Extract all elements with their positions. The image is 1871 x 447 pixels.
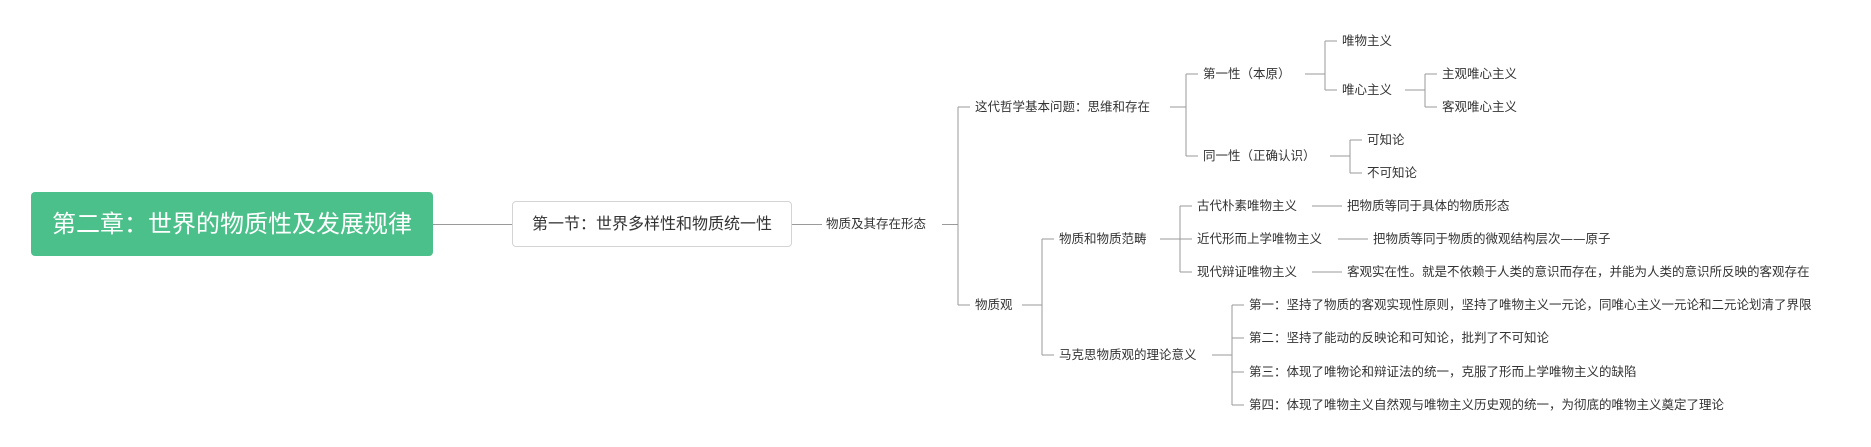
marx-point-3[interactable]: 第三：体现了唯物论和辩证法的统一，克服了形而上学唯物主义的缺陷 (1249, 364, 1637, 379)
matter-category-node[interactable]: 物质和物质范畴 (1059, 231, 1147, 246)
ancient-materialism-desc[interactable]: 把物质等同于具体的物质形态 (1347, 198, 1510, 213)
section-node[interactable]: 第一节：世界多样性和物质统一性 (512, 201, 792, 247)
marx-significance-node[interactable]: 马克思物质观的理论意义 (1059, 347, 1197, 362)
marx-point-4[interactable]: 第四：体现了唯物主义自然观与唯物主义历史观的统一，为彻底的唯物主义奠定了理论 (1249, 397, 1725, 412)
materialism-node[interactable]: 唯物主义 (1342, 33, 1393, 48)
identity-node[interactable]: 同一性（正确认识） (1203, 148, 1316, 163)
modern-materialism-desc[interactable]: 把物质等同于物质的微观结构层次——原子 (1373, 231, 1611, 246)
marx-point-2[interactable]: 第二：坚持了能动的反映论和可知论，批判了不可知论 (1249, 330, 1550, 345)
topic-node[interactable]: 物质及其存在形态 (826, 216, 927, 231)
dialectical-materialism-node[interactable]: 现代辩证唯物主义 (1197, 264, 1298, 279)
subjective-idealism-node[interactable]: 主观唯心主义 (1442, 66, 1518, 81)
dialectical-materialism-desc[interactable]: 客观实在性。就是不依赖于人类的意识而存在，并能为人类的意识所反映的客观存在 (1347, 264, 1810, 279)
ancient-materialism-node[interactable]: 古代朴素唯物主义 (1197, 198, 1298, 213)
matter-view-node[interactable]: 物质观 (975, 297, 1013, 312)
objective-idealism-node[interactable]: 客观唯心主义 (1442, 99, 1518, 114)
modern-materialism-node[interactable]: 近代形而上学唯物主义 (1197, 231, 1323, 246)
knowable-node[interactable]: 可知论 (1367, 132, 1405, 147)
unknowable-node[interactable]: 不可知论 (1367, 165, 1418, 180)
idealism-node[interactable]: 唯心主义 (1342, 82, 1393, 97)
marx-point-1[interactable]: 第一：坚持了物质的客观实现性原则，坚持了唯物主义一元论，同唯心主义一元论和二元论… (1249, 297, 1812, 312)
root-node[interactable]: 第二章：世界的物质性及发展规律 (31, 192, 433, 256)
philosophy-node[interactable]: 这代哲学基本问题：思维和存在 (975, 99, 1151, 114)
first-nature-node[interactable]: 第一性（本原） (1203, 66, 1291, 81)
